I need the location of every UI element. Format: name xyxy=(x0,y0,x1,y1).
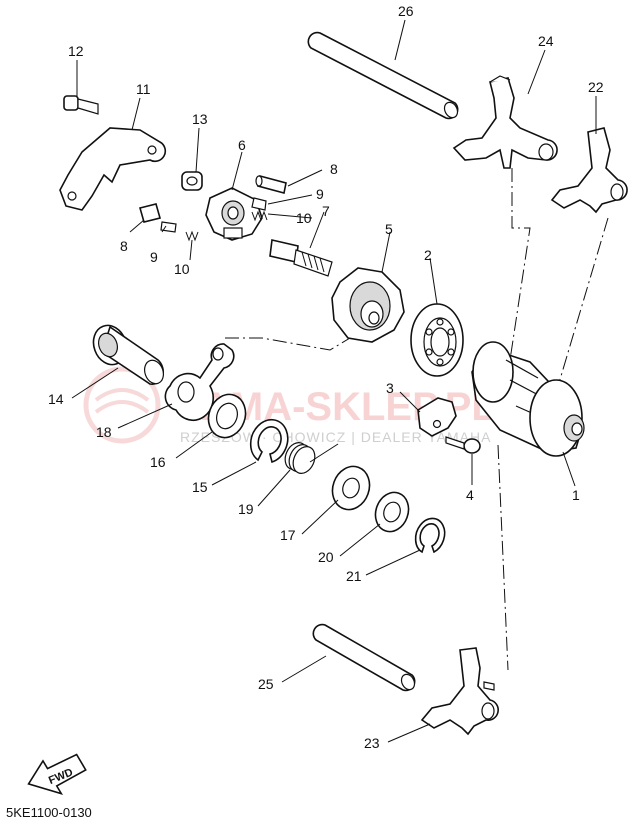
callout-25: 25 xyxy=(258,676,274,692)
callout-8-lower: 8 xyxy=(120,238,128,254)
callout-22: 22 xyxy=(588,79,604,95)
callout-5: 5 xyxy=(385,221,393,237)
part-13-nut xyxy=(181,171,203,191)
callout-19: 19 xyxy=(238,501,254,517)
leader-lines xyxy=(71,19,597,743)
part-24-shift-fork xyxy=(452,75,558,169)
fwd-direction-badge: FWD xyxy=(27,753,87,796)
part-8-pin-lower xyxy=(139,203,161,223)
part-10-spring-lower xyxy=(185,230,199,242)
part-8-pin-upper xyxy=(255,175,287,194)
callout-13: 13 xyxy=(192,111,208,127)
callout-6: 6 xyxy=(238,137,246,153)
drawing-code: 5KE1100-0130 xyxy=(6,805,92,820)
part-21-circlip xyxy=(414,517,446,554)
callout-23: 23 xyxy=(364,735,380,751)
part-9-pin-lower xyxy=(160,221,177,233)
callout-8-upper: 8 xyxy=(330,161,338,177)
part-22-shift-fork xyxy=(550,127,628,214)
callout-4: 4 xyxy=(466,487,474,503)
callouts: 26 24 22 12 11 13 6 8 9 10 7 5 2 8 9 10 … xyxy=(48,3,604,751)
part-18-link-lever xyxy=(164,343,235,421)
part-9-pin-upper xyxy=(251,197,267,211)
callout-20: 20 xyxy=(318,549,334,565)
part-10-spring-upper xyxy=(251,210,268,222)
callout-3: 3 xyxy=(386,380,394,396)
part-6-segment xyxy=(205,187,263,241)
callout-24: 24 xyxy=(538,33,554,49)
callout-7: 7 xyxy=(322,203,330,219)
part-17-washer xyxy=(331,465,371,511)
part-15-circlip xyxy=(249,418,289,464)
part-1-shift-drum xyxy=(471,341,585,457)
part-23-shift-fork xyxy=(420,647,499,736)
callout-9-lower: 9 xyxy=(150,249,158,265)
part-12-bolt xyxy=(63,95,99,115)
part-7-bolt xyxy=(269,239,333,277)
part-14-collar xyxy=(92,324,165,386)
callout-1: 1 xyxy=(572,487,580,503)
part-2-bearing xyxy=(410,303,464,377)
part-19-spring xyxy=(284,442,339,474)
alignment-lines xyxy=(225,168,609,671)
callout-11: 11 xyxy=(136,81,151,97)
callout-12: 12 xyxy=(68,43,84,59)
callout-2: 2 xyxy=(424,247,432,263)
callout-10-lower: 10 xyxy=(174,261,190,277)
callout-9-upper: 9 xyxy=(316,186,324,202)
part-16-washer xyxy=(207,393,247,439)
callout-18: 18 xyxy=(96,424,112,440)
callout-14: 14 xyxy=(48,391,64,407)
part-11-plate xyxy=(59,127,167,211)
callout-16: 16 xyxy=(150,454,166,470)
callout-17: 17 xyxy=(280,527,296,543)
part-5-star-cam xyxy=(331,267,405,343)
part-25-shaft xyxy=(312,623,416,692)
part-26-shaft xyxy=(307,31,459,120)
part-3-stopper-plate xyxy=(417,397,457,437)
callout-21: 21 xyxy=(346,568,362,584)
part-4-screw xyxy=(445,436,481,454)
callout-15: 15 xyxy=(192,479,208,495)
part-20-washer xyxy=(374,491,410,533)
callout-10-upper: 10 xyxy=(296,210,312,226)
callout-26: 26 xyxy=(398,3,414,19)
